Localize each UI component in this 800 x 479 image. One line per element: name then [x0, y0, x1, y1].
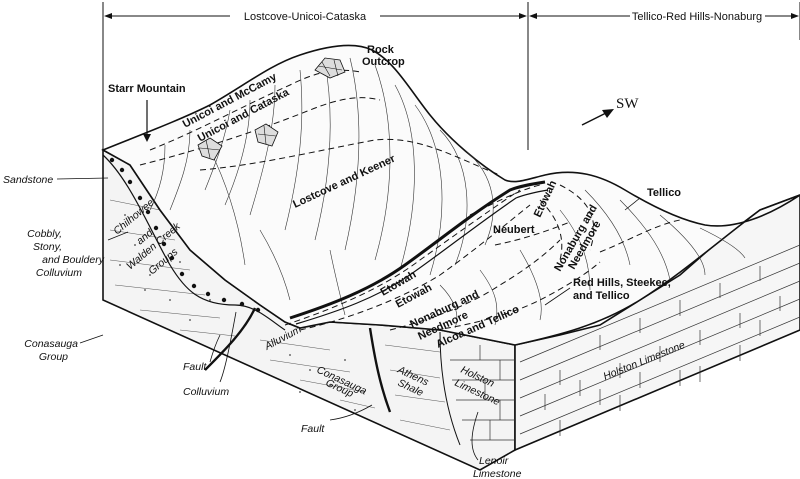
colluvium-boundary [102, 154, 286, 331]
starr-mountain-arrowhead [143, 134, 151, 142]
label-lenoir-line2: Limestone [473, 468, 522, 479]
fault-line-left [204, 307, 257, 371]
sediment-dots [119, 214, 356, 411]
label-cobbly-line3: and Bouldery [42, 254, 105, 266]
label-red-hills-line2: and Tellico [573, 290, 630, 302]
header-brackets [102, 2, 800, 150]
label-sandstone: Sandstone [3, 174, 53, 186]
label-cobbly-line2: Stony, [33, 241, 62, 253]
top-surface [101, 44, 800, 346]
leader-lines [56, 177, 641, 461]
label-starr-mountain: Starr Mountain [108, 83, 186, 95]
compass-label: SW [616, 96, 639, 112]
colluvium-cobbles [109, 157, 312, 325]
label-cobbly-line4: Colluvium [36, 267, 82, 279]
contact-athens [439, 331, 461, 446]
front-limestone-bricks [450, 345, 515, 441]
label-neubert: Neubert [493, 224, 535, 236]
header-arrowheads [104, 13, 799, 19]
label-fault-left: Fault [183, 361, 207, 373]
limestone-bricks [519, 244, 800, 436]
label-conasauga-left-line1: Conasauga [24, 338, 78, 350]
header-left-region: Lostcove-Unicoi-Cataska [244, 11, 367, 23]
label-conasauga-left-line2: Group [39, 351, 68, 363]
label-cobbly-line1: Cobbly, [27, 228, 62, 240]
label-lenoir-line1: Lenoir [479, 455, 509, 467]
fault-line-right [368, 327, 392, 413]
label-red-hills-line1: Red Hills, Steekee, [573, 277, 671, 289]
label-rock-outcrop-line1: Rock [367, 44, 395, 56]
outcrop-crosshatch [199, 59, 343, 159]
soil-boundaries [139, 69, 681, 331]
label-fault-right: Fault [301, 423, 325, 435]
label-tellico: Tellico [647, 187, 681, 199]
etowah-valley [289, 180, 546, 320]
etowah-valley-edge [295, 189, 549, 325]
compass-arrow-icon [581, 109, 614, 126]
slope-hachures [149, 57, 746, 329]
label-rock-outcrop-line2: Outcrop [362, 56, 405, 68]
label-colluvium: Colluvium [183, 386, 229, 398]
header-right-region: Tellico-Red Hills-Nonaburg [632, 11, 762, 23]
